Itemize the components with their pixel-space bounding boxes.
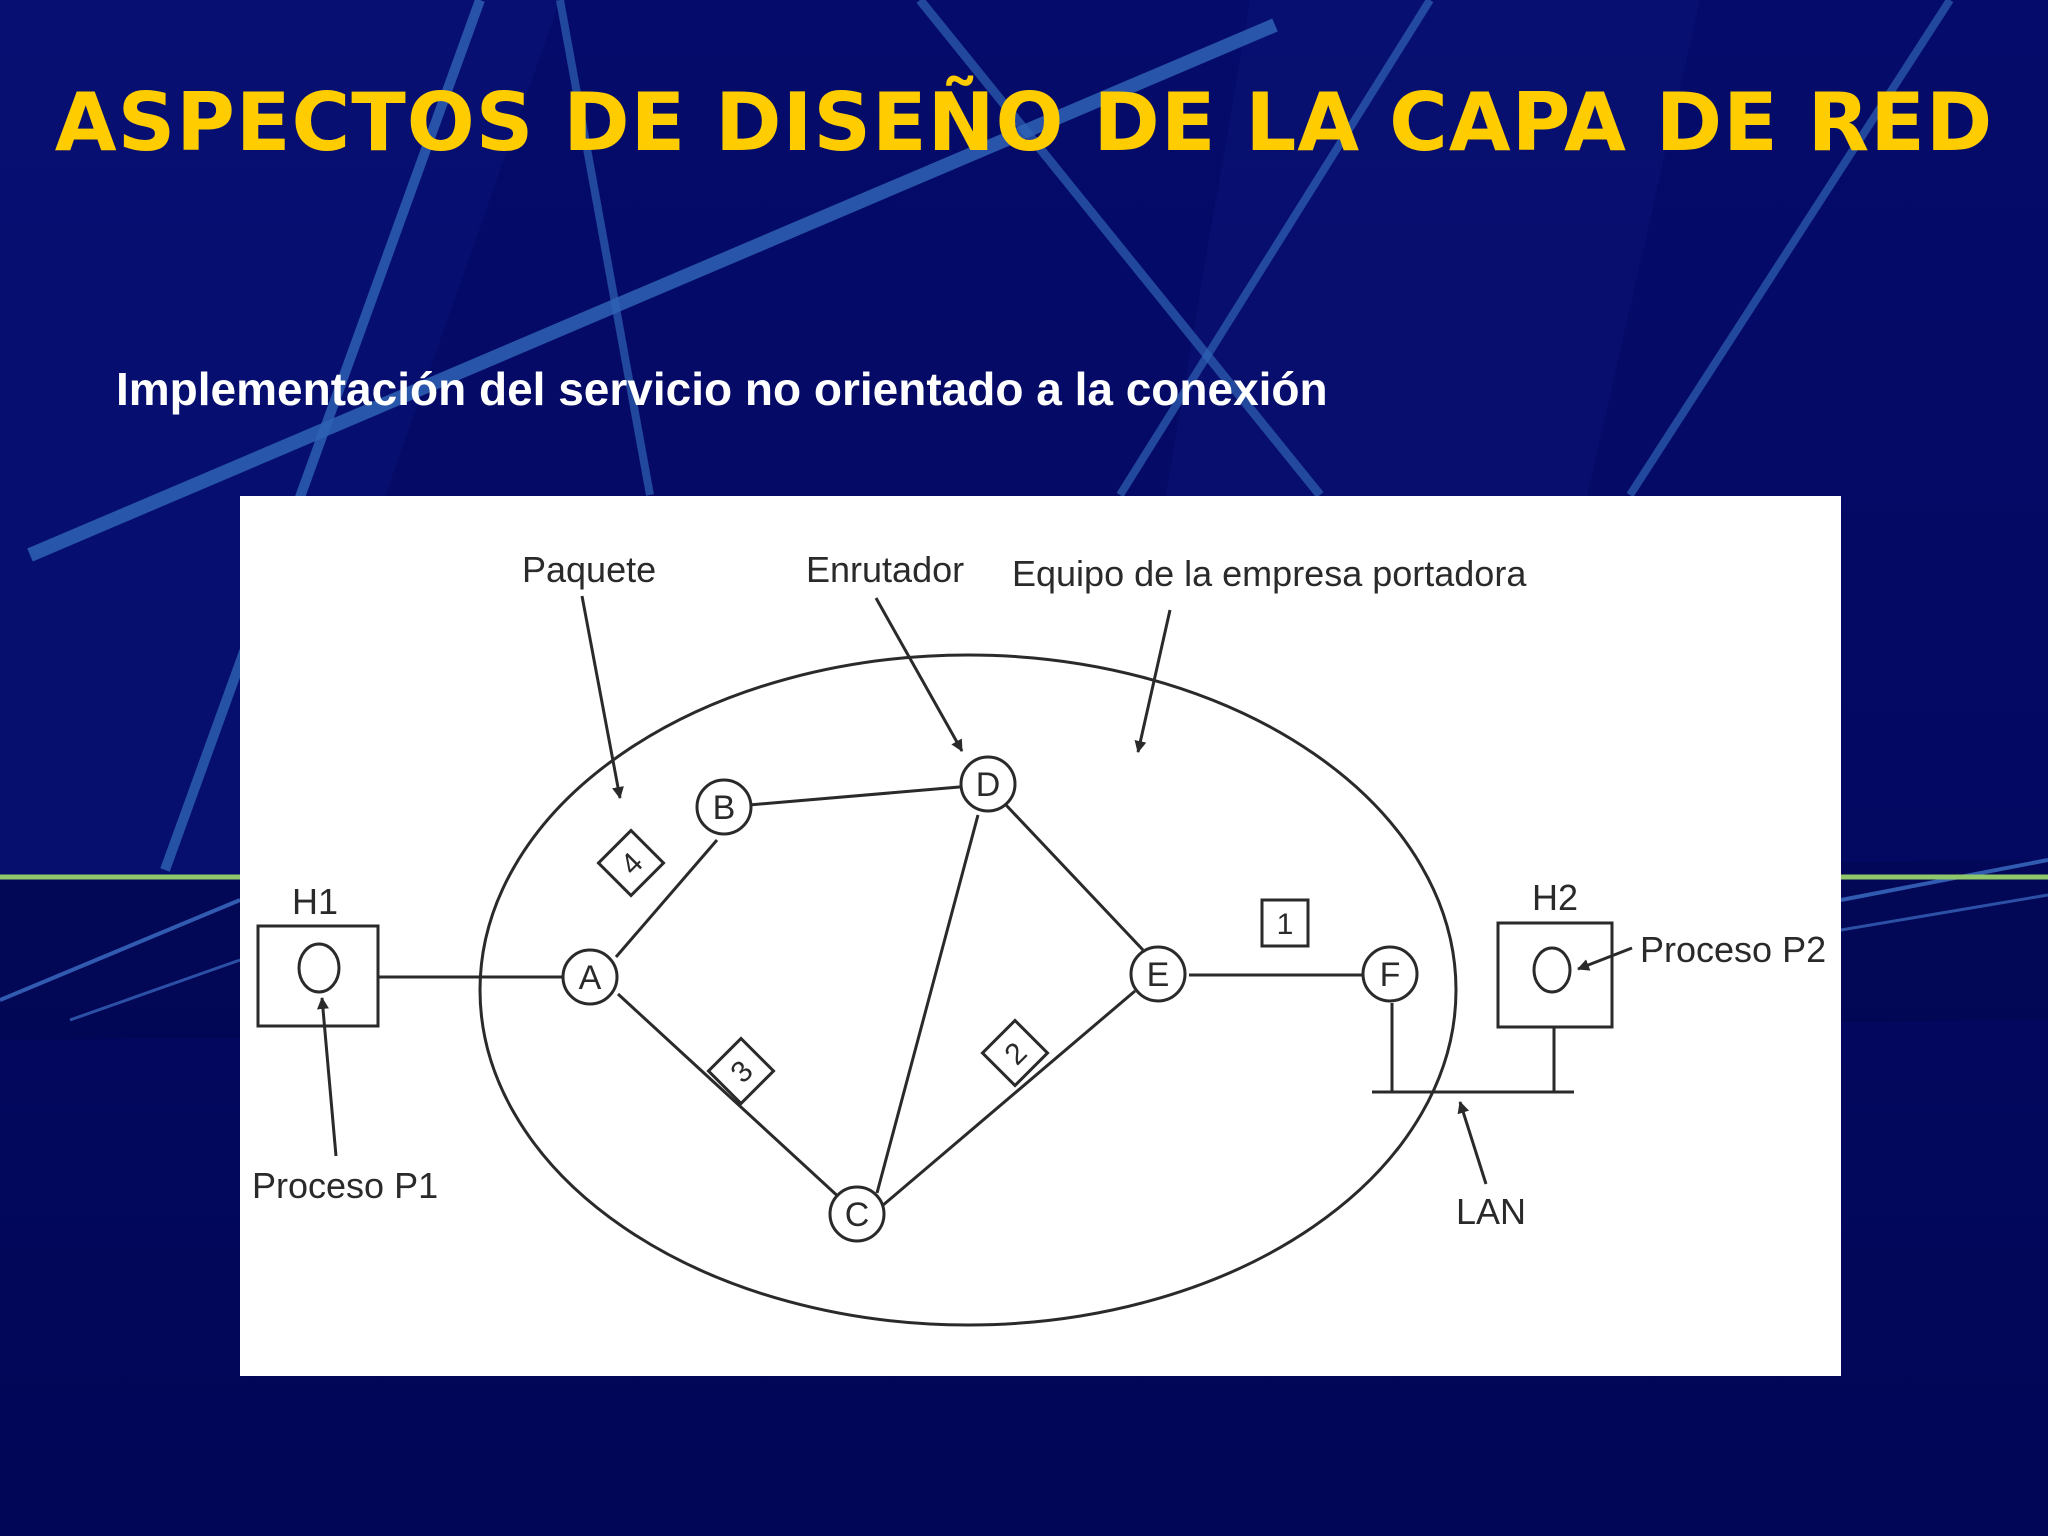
process-p2-label: Proceso P2: [1640, 929, 1826, 970]
carrier-pointer-arrow: [1134, 609, 1172, 753]
packet-3: [706, 1036, 776, 1106]
host-h2: [1496, 921, 1614, 1029]
host-h1-label: H1: [292, 881, 338, 922]
router-e: [1129, 945, 1187, 1003]
router-d: [959, 755, 1017, 813]
packet-2: [980, 1018, 1050, 1088]
router-label: Enrutador: [806, 549, 964, 590]
link-a-b: [614, 839, 719, 958]
carrier-equipment-label: Equipo de la empresa portadora: [1012, 553, 1527, 594]
process-p1-icon: [297, 942, 341, 994]
packet-pointer-arrow: [580, 595, 624, 799]
network-diagram-panel: A B C D E F 4 3 2 1 Paquete Enrutador Eq…: [240, 496, 1841, 1376]
link-c-e: [881, 989, 1136, 1208]
carrier-network-ellipse: [478, 653, 1458, 1327]
process-p2-icon: [1532, 946, 1572, 994]
router-e-label: E: [1147, 956, 1170, 994]
router-pointer-arrow: [874, 597, 964, 752]
link-d-e: [1004, 803, 1145, 952]
lan-label: LAN: [1456, 1191, 1526, 1232]
router-d-label: D: [976, 766, 1001, 804]
packet-label: Paquete: [522, 549, 656, 590]
lan-pointer-arrow: [1457, 1101, 1488, 1185]
router-c: [828, 1185, 886, 1243]
router-f: [1361, 945, 1419, 1003]
slide-title: ASPECTOS DE DISEÑO DE LA CAPA DE RED: [54, 76, 1994, 169]
router-f-label: F: [1380, 956, 1401, 994]
slide-subtitle: Implementación del servicio no orientado…: [116, 363, 1328, 415]
router-c-label: C: [845, 1196, 870, 1234]
router-a: [561, 948, 619, 1006]
packet-1-label: 1: [1277, 908, 1294, 941]
link-a-c: [616, 992, 844, 1202]
packet-4: [596, 828, 666, 898]
link-b-d: [748, 784, 972, 807]
router-b: [695, 778, 753, 836]
packet-1: [1260, 898, 1310, 948]
host-h2-label: H2: [1532, 877, 1578, 918]
router-b-label: B: [713, 789, 736, 827]
host-h1: [256, 924, 380, 1028]
link-d-c: [875, 814, 980, 1194]
router-a-label: A: [579, 959, 602, 997]
process-p1-pointer-arrow: [316, 997, 338, 1157]
process-p1-label: Proceso P1: [252, 1165, 438, 1206]
network-diagram: A B C D E F 4 3 2 1 Paquete Enrutador Eq…: [252, 549, 1826, 1327]
process-p2-pointer-arrow: [1577, 946, 1633, 971]
